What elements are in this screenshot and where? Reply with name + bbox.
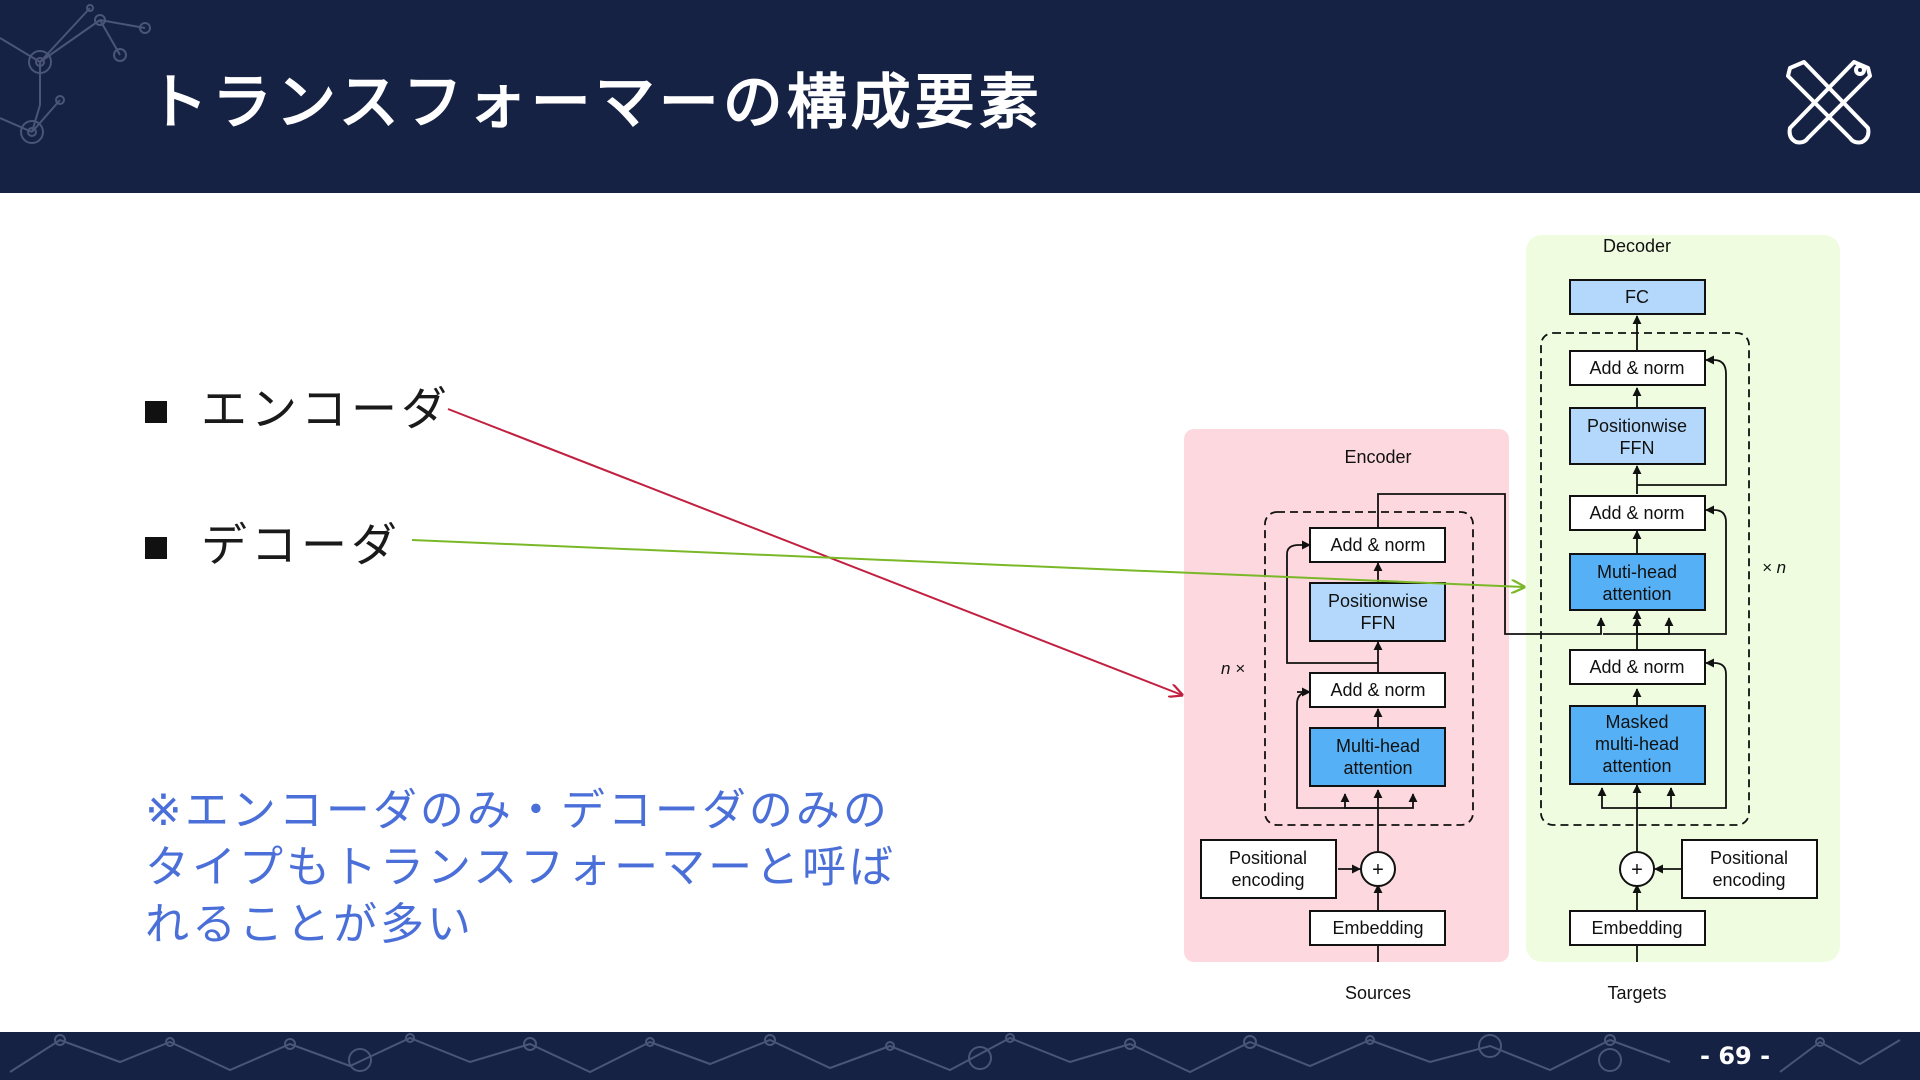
- decoder-pos-label-1: Positional: [1710, 848, 1788, 868]
- encoder-pos-label-2: encoding: [1231, 870, 1304, 890]
- header-bar: [0, 0, 1920, 193]
- note-text: ※エンコーダのみ・デコーダのみのタイプもトランスフォーマーと呼ばれることが多い: [145, 785, 897, 950]
- encoder-attention-block: Multi-head attention: [1309, 727, 1446, 787]
- encoder-repeat-block: [1264, 511, 1474, 826]
- encoder-repeat-label: n ×: [1221, 659, 1245, 678]
- decoder-add-norm-mid-label: Add & norm: [1589, 503, 1684, 523]
- slide-title: トランスフォーマーの構成要素: [148, 68, 1043, 138]
- decoder-fc-label: FC: [1625, 287, 1649, 307]
- encoder-add-norm-bottom: Add & norm: [1309, 672, 1446, 708]
- decoder-ffn-label-2: FFN: [1620, 438, 1655, 458]
- encoder-add-norm-top: Add & norm: [1309, 527, 1446, 563]
- decoder-add-norm-top-label: Add & norm: [1589, 358, 1684, 378]
- square-bullet-icon: [145, 537, 167, 559]
- encoder-attention-label-1: Multi-head: [1336, 736, 1420, 756]
- bullet-label: デコーダ: [201, 518, 401, 572]
- decoder-pointer-arrow: [411, 539, 1524, 587]
- bullet-encoder: エンコーダ: [145, 376, 451, 436]
- decoder-input-label: Targets: [1607, 983, 1666, 1003]
- decoder-positional-encoding: Positional encoding: [1681, 839, 1818, 899]
- network-decoration: [0, 4, 151, 144]
- encoder-pointer-arrow: [447, 408, 1182, 695]
- decoder-cross-label-1: Muti-head: [1597, 562, 1677, 582]
- decoder-embedding: Embedding: [1569, 910, 1706, 946]
- encoder-embedding-label: Embedding: [1332, 918, 1423, 938]
- encoder-add-norm-top-label: Add & norm: [1330, 535, 1425, 555]
- decoder-masked-label-1: Masked: [1605, 712, 1668, 732]
- bullet-label: エンコーダ: [201, 382, 451, 436]
- encoder-pos-label-1: Positional: [1229, 848, 1307, 868]
- footer-bar: [0, 1032, 1920, 1080]
- decoder-add-norm-bottom: Add & norm: [1569, 649, 1706, 685]
- decoder-repeat-label: × n: [1762, 558, 1786, 577]
- encoder-title: Encoder: [1344, 447, 1411, 467]
- decoder-add-norm-mid: Add & norm: [1569, 495, 1706, 531]
- square-bullet-icon: [145, 401, 167, 423]
- decoder-masked-attention-block: Masked multi-head attention: [1569, 705, 1706, 785]
- encoder-embedding: Embedding: [1309, 910, 1446, 946]
- encoder-attention-label-2: attention: [1343, 758, 1412, 778]
- decoder-ffn-block: Positionwise FFN: [1569, 407, 1706, 465]
- encoder-ffn-block: Positionwise FFN: [1309, 582, 1446, 642]
- decoder-embedding-label: Embedding: [1591, 918, 1682, 938]
- encoder-plus-node: +: [1360, 851, 1396, 887]
- bullet-decoder: デコーダ: [145, 512, 401, 572]
- decoder-repeat-block: [1540, 332, 1750, 826]
- decoder-title: Decoder: [1603, 236, 1671, 256]
- encoder-input-label: Sources: [1345, 983, 1411, 1003]
- decoder-add-norm-bottom-label: Add & norm: [1589, 657, 1684, 677]
- decoder-add-norm-top: Add & norm: [1569, 350, 1706, 386]
- network-decoration: [9, 1033, 1901, 1074]
- decoder-masked-label-3: attention: [1602, 756, 1671, 776]
- encoder-ffn-label-2: FFN: [1361, 613, 1396, 633]
- decoder-pos-label-2: encoding: [1712, 870, 1785, 890]
- decoder-cross-attention-block: Muti-head attention: [1569, 553, 1706, 611]
- page-number: - 69 -: [1700, 1042, 1771, 1070]
- decoder-ffn-label-1: Positionwise: [1587, 416, 1687, 436]
- logo-icon: [1786, 60, 1872, 145]
- encoder-ffn-label-1: Positionwise: [1328, 591, 1428, 611]
- decoder-plus-node: +: [1619, 851, 1655, 887]
- encoder-add-norm-bottom-label: Add & norm: [1330, 680, 1425, 700]
- decoder-cross-label-2: attention: [1602, 584, 1671, 604]
- encoder-positional-encoding: Positional encoding: [1200, 839, 1337, 899]
- decoder-plus-sign: +: [1631, 859, 1643, 881]
- encoder-plus-sign: +: [1372, 859, 1384, 881]
- decoder-fc: FC: [1569, 279, 1706, 315]
- decoder-masked-label-2: multi-head: [1595, 734, 1679, 754]
